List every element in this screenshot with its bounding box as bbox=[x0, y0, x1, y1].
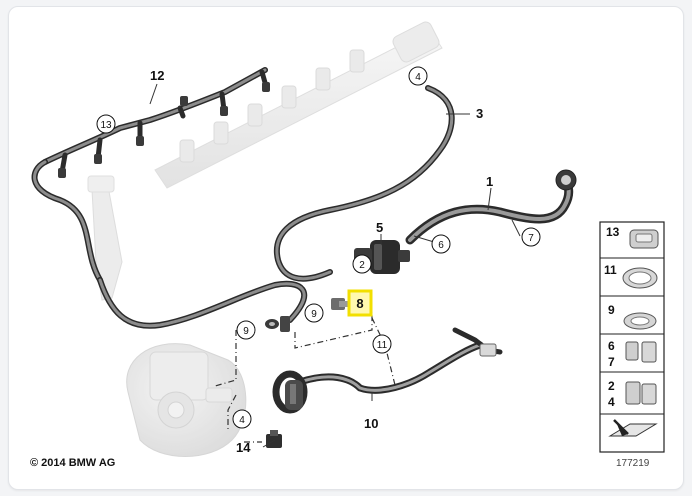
svg-text:7: 7 bbox=[528, 233, 534, 244]
part-label-1: 1 bbox=[486, 174, 493, 189]
part-label-11: 11 bbox=[372, 334, 392, 354]
svg-text:4: 4 bbox=[608, 395, 615, 409]
clip-pair-icon bbox=[625, 341, 657, 363]
return-line bbox=[97, 277, 308, 329]
svg-text:4: 4 bbox=[415, 72, 421, 83]
svg-text:3: 3 bbox=[476, 106, 483, 121]
svg-text:12: 12 bbox=[150, 68, 164, 83]
svg-text:8: 8 bbox=[356, 296, 363, 311]
svg-text:6: 6 bbox=[438, 240, 444, 251]
holder-icon bbox=[625, 381, 657, 405]
part-label-9-right: 9 bbox=[304, 303, 324, 323]
legend-row-9: 9 bbox=[608, 303, 657, 330]
fuel-line-1 bbox=[405, 169, 577, 245]
svg-text:9: 9 bbox=[311, 309, 317, 320]
svg-text:© 2014 BMW AG: © 2014 BMW AG bbox=[30, 457, 115, 469]
heat-shield-sleeve bbox=[272, 370, 308, 414]
svg-text:9: 9 bbox=[243, 326, 249, 337]
part-label-2: 2 bbox=[352, 254, 372, 274]
fuel-line-3 bbox=[273, 85, 455, 282]
part-label-7: 7 bbox=[521, 227, 541, 247]
svg-text:14: 14 bbox=[236, 440, 251, 455]
svg-text:2: 2 bbox=[359, 260, 365, 271]
part-label-10: 10 bbox=[364, 416, 378, 431]
svg-text:13: 13 bbox=[606, 225, 620, 239]
svg-text:4: 4 bbox=[239, 415, 245, 426]
bolt-8 bbox=[331, 298, 349, 310]
injector bbox=[87, 175, 123, 301]
fuel-line-10 bbox=[296, 327, 503, 394]
part-label-13: 13 bbox=[96, 114, 116, 134]
legend-row-11: 11 bbox=[604, 263, 658, 289]
svg-text:7: 7 bbox=[608, 355, 615, 369]
legend-row-13: 13 bbox=[606, 225, 659, 249]
svg-text:9: 9 bbox=[608, 303, 615, 317]
legend-row-2-4: 2 4 bbox=[608, 379, 657, 409]
svg-text:5: 5 bbox=[376, 220, 383, 235]
svg-text:6: 6 bbox=[608, 339, 615, 353]
part-label-9-left: 9 bbox=[236, 320, 256, 340]
clip-icon bbox=[629, 229, 659, 249]
high-pressure-pump bbox=[126, 343, 247, 457]
part-label-14: 14 bbox=[236, 440, 251, 455]
fuel-rail bbox=[154, 21, 443, 189]
legend-panel: 13 11 9 6 7 bbox=[599, 221, 665, 453]
svg-text:1: 1 bbox=[486, 174, 493, 189]
svg-text:11: 11 bbox=[604, 263, 617, 277]
svg-text:2: 2 bbox=[608, 379, 615, 393]
seal-ring-icon bbox=[623, 312, 657, 330]
svg-text:177219: 177219 bbox=[616, 458, 650, 469]
part-label-6: 6 bbox=[431, 234, 451, 254]
leak-oil-line-12 bbox=[31, 67, 270, 283]
part-label-8-highlighted[interactable]: 8 bbox=[347, 289, 373, 317]
part-label-4-top: 4 bbox=[408, 66, 428, 86]
seal-9 bbox=[265, 316, 290, 332]
copyright: © 2014 BMW AG bbox=[30, 457, 115, 469]
image-number: 177219 bbox=[616, 458, 650, 469]
part-label-3: 3 bbox=[476, 106, 483, 121]
hose-clamp-icon bbox=[622, 267, 658, 289]
part-label-5: 5 bbox=[376, 220, 383, 235]
svg-text:13: 13 bbox=[100, 120, 112, 131]
part-label-4-bottom: 4 bbox=[232, 409, 252, 429]
connector-14 bbox=[266, 430, 282, 448]
diagram-arrow-icon bbox=[608, 419, 658, 437]
part-label-12: 12 bbox=[150, 68, 164, 83]
legend-row-6-7: 6 7 bbox=[608, 339, 657, 369]
svg-text:11: 11 bbox=[377, 340, 388, 351]
svg-text:10: 10 bbox=[364, 416, 378, 431]
